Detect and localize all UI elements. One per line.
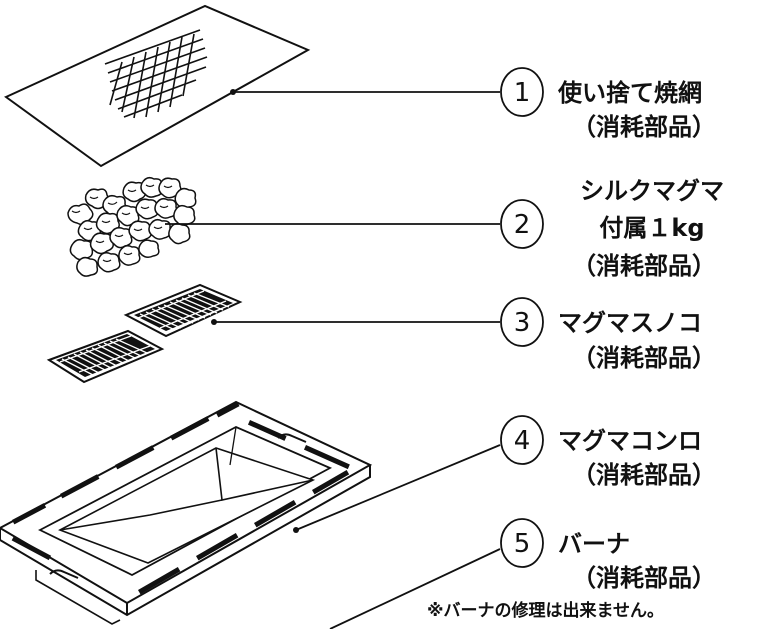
- part-3-name: マグマスノコ: [558, 309, 702, 337]
- callout-circle-5: [500, 518, 544, 568]
- callout-2: 2: [500, 199, 544, 249]
- callout-circle-1: [500, 67, 544, 117]
- part-2-amount: 付属１kg: [599, 214, 704, 242]
- part-3-note: （消耗部品）: [572, 344, 716, 372]
- callout-circle-3: [500, 297, 544, 347]
- leader-dot-3: [211, 319, 217, 325]
- part-1-note: （消耗部品）: [572, 113, 716, 141]
- part-4-note: （消耗部品）: [572, 461, 716, 489]
- repair-footnote: ※バーナの修理は出来ません。: [427, 600, 664, 621]
- callout-number-4: 4: [514, 426, 531, 456]
- callout-circle-4: [500, 415, 544, 465]
- sunoko-grate-right: [123, 283, 243, 338]
- leader-dot-4: [293, 527, 299, 533]
- callout-4: 4: [500, 415, 544, 465]
- leader-lines: [165, 91, 501, 629]
- part-4-name: マグマコンロ: [558, 427, 702, 455]
- leader-line-5: [329, 548, 501, 629]
- leader-line-4: [295, 444, 501, 531]
- callout-number-5: 5: [514, 529, 531, 559]
- leader-dot-1: [230, 89, 236, 95]
- magma-konro-illustration: [0, 400, 373, 625]
- callout-5: 5: [500, 518, 544, 568]
- part-5-name: バーナ: [558, 530, 630, 558]
- callout-circle-2: [500, 199, 544, 249]
- sunoko-grate-left: [46, 329, 165, 384]
- part-2-note: （消耗部品）: [572, 252, 716, 280]
- callout-number-1: 1: [514, 78, 531, 108]
- part-1-name: 使い捨て焼網: [557, 79, 702, 107]
- magma-sunoko-illustration: [46, 283, 243, 384]
- grill-net-illustration: [4, 4, 311, 168]
- frame-vent-slots: [11, 401, 350, 595]
- callout-3: 3: [500, 297, 544, 347]
- net-mesh: [104, 29, 208, 119]
- silk-magma-illustration: [67, 176, 197, 277]
- callout-number-2: 2: [514, 210, 531, 240]
- part-2-name: シルクマグマ: [580, 177, 724, 205]
- callout-1: 1: [500, 67, 544, 117]
- part-5-note: （消耗部品）: [572, 564, 716, 592]
- callout-number-3: 3: [514, 308, 531, 338]
